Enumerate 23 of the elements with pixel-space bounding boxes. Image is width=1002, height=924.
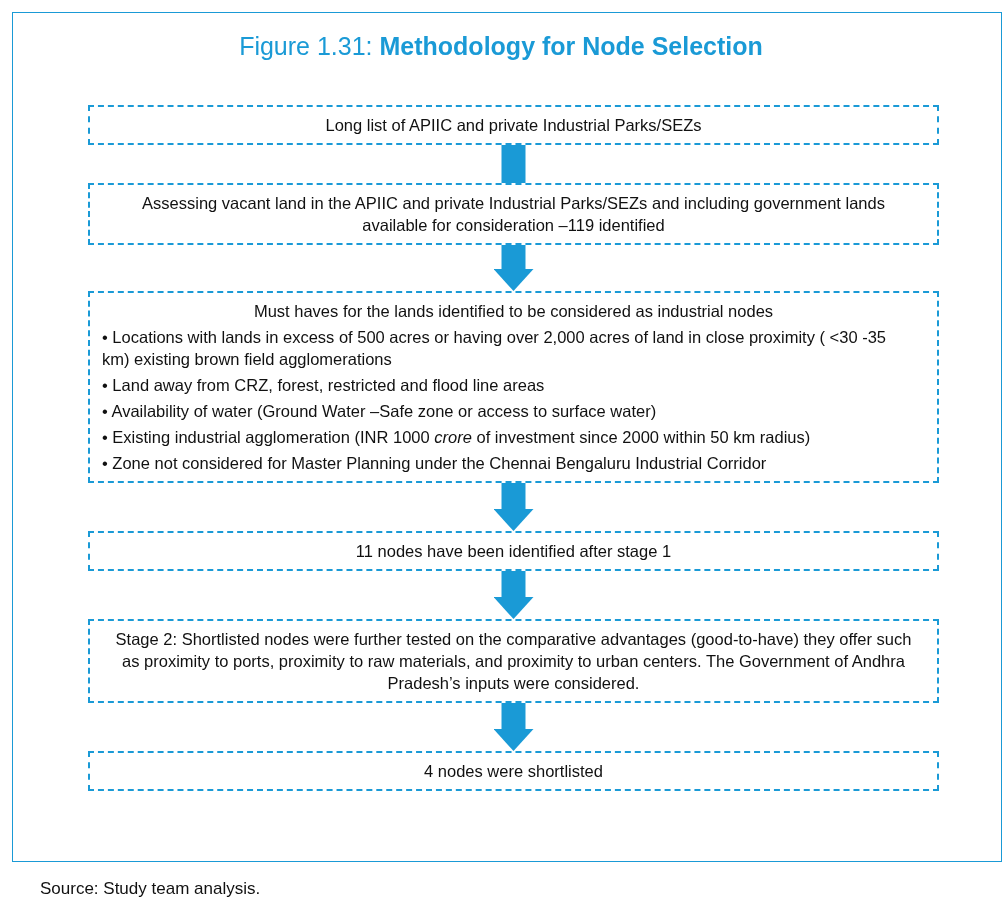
bullet-text: • Existing industrial agglomeration (INR 1000 crore of investment since 2000 within 50 km radius) [102, 427, 812, 448]
bullet-text: • Locations with lands in excess of 500 acres or having over 2,000 acres of land in close proximity ( <30 -35 km) existing brown field agglomerations [102, 327, 887, 370]
block-arrow [493, 483, 534, 531]
box-text: Assessing vacant land in the APIIC and private Industrial Parks/SEZs and including government lands available for consideration –119 identified [141, 193, 886, 236]
process-box [88, 183, 939, 245]
process-box [88, 751, 939, 791]
bullet-text: • Availability of water (Ground Water –Safe zone or access to surface water) [102, 401, 658, 422]
bullet-text: • Zone not considered for Master Planning under the Chennai Bengaluru Industrial Corridor [102, 453, 768, 474]
box-text: 11 nodes have been identified after stage 1 [354, 541, 673, 562]
box-text: Stage 2: Shortlisted nodes were further tested on the comparative advantages (good-to-have) they offer such as proximity to ports, proximity to raw materials, and proximity to urban centers. The Government of Andhra Pradesh’s inputs were considered. [114, 629, 913, 694]
process-box [88, 531, 939, 571]
block-arrow [493, 703, 534, 751]
box-text: Must haves for the lands identified to be considered as industrial nodes [252, 301, 775, 322]
process-box [88, 291, 939, 483]
process-box [88, 105, 939, 145]
bullet-text: • Land away from CRZ, forest, restricted and flood line areas [102, 375, 546, 396]
source-note: Source: Study team analysis. [40, 878, 261, 900]
figure-title: Figure 1.31: Methodology for Node Selection [239, 31, 763, 62]
box-text: Long list of APIIC and private Industrial Parks/SEZs [324, 115, 703, 136]
process-box [88, 619, 939, 703]
block-arrow [493, 245, 534, 291]
block-arrow [493, 571, 534, 619]
box-text: 4 nodes were shortlisted [423, 761, 604, 782]
